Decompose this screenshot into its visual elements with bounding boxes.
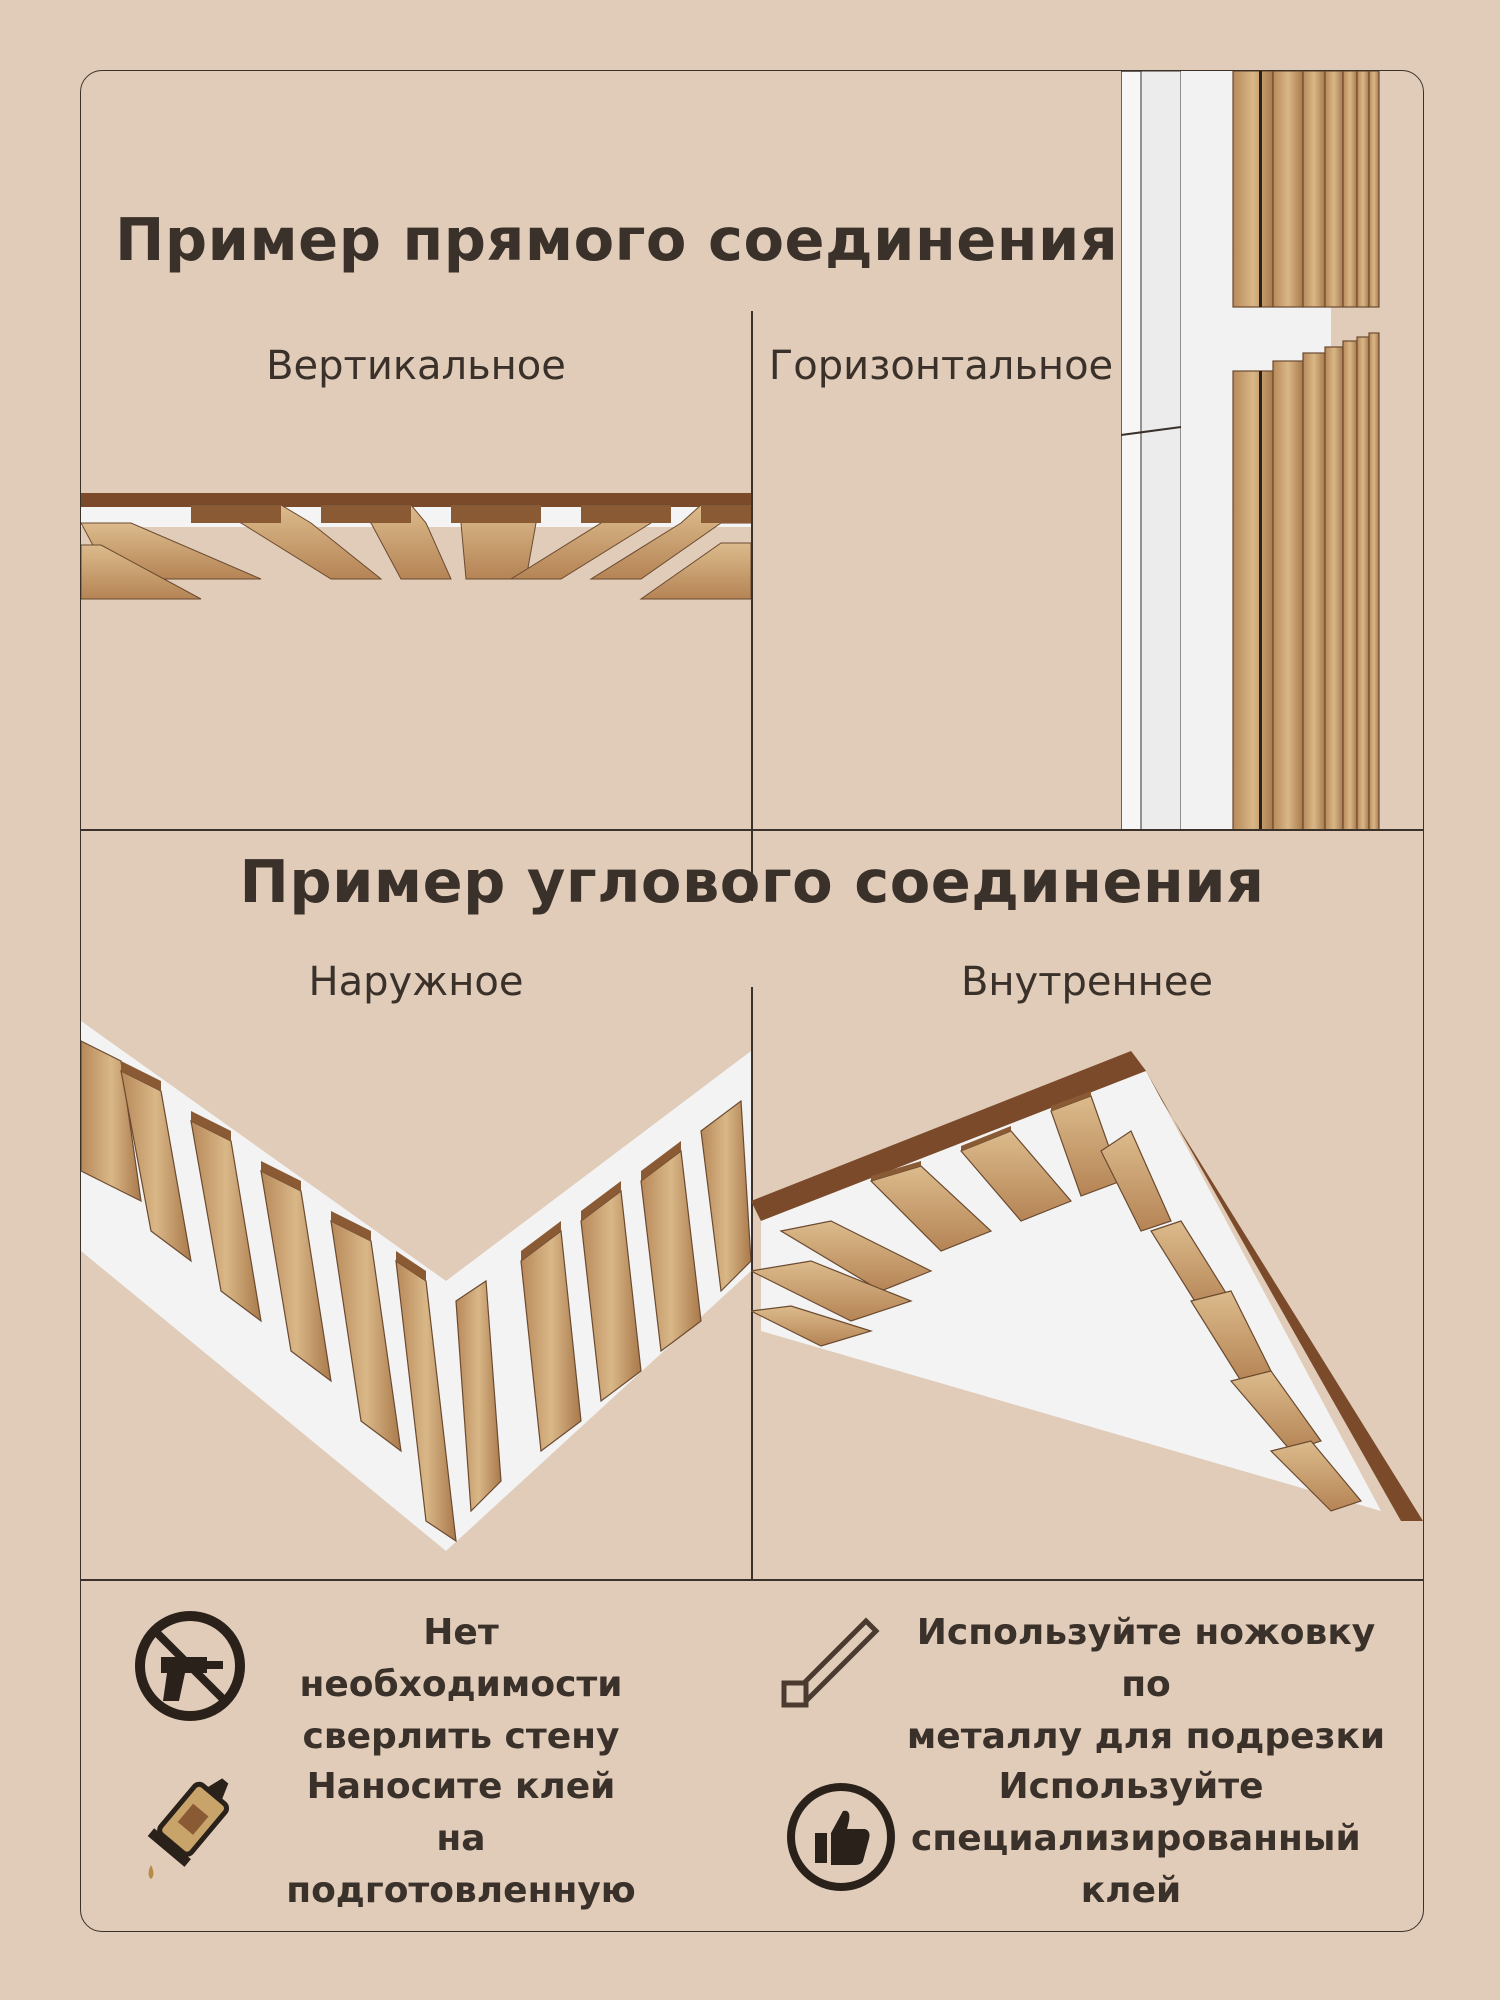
feature-line: сверлить стену bbox=[302, 1716, 620, 1757]
feature-line: металлу для подрезки bbox=[906, 1716, 1386, 1757]
no-drill-icon bbox=[135, 1611, 245, 1721]
section-divider-top bbox=[81, 829, 1423, 831]
thumbs-up-icon bbox=[787, 1783, 895, 1891]
feature-line: поверхность bbox=[281, 1917, 641, 1931]
info-card: Пример прямого соединения Вертикальное Г… bbox=[80, 70, 1424, 1932]
feature-line: клей bbox=[1080, 1870, 1182, 1911]
inner-corner-illustration bbox=[751, 1051, 1423, 1521]
feature-line: подготовленную bbox=[286, 1870, 636, 1911]
horizontal-joint-illustration bbox=[1121, 71, 1380, 831]
feature-special-glue: Используйте специализированный клей bbox=[911, 1761, 1361, 1917]
horizontal-label: Горизонтальное bbox=[768, 343, 1114, 389]
feature-no-drill: Нет необходимости сверлить стену bbox=[281, 1607, 641, 1763]
feature-glue: Наносите клей на подготовленную поверхно… bbox=[281, 1761, 641, 1931]
glue-bottle-icon bbox=[147, 1778, 230, 1879]
vertical-joint-illustration bbox=[81, 493, 751, 600]
feature-line: Используйте ножовку по bbox=[916, 1612, 1376, 1705]
feature-line: Используйте bbox=[998, 1766, 1264, 1807]
hacksaw-icon bbox=[781, 1617, 880, 1708]
corner-divider bbox=[751, 987, 753, 1581]
section-divider-bottom bbox=[81, 1579, 1423, 1581]
inner-label: Внутреннее bbox=[960, 959, 1214, 1005]
straight-divider bbox=[751, 311, 753, 901]
feature-line: Нет необходимости bbox=[299, 1612, 623, 1705]
feature-line: Наносите клей на bbox=[306, 1766, 616, 1859]
feature-line: специализированный bbox=[911, 1818, 1361, 1859]
vertical-label: Вертикальное bbox=[266, 343, 566, 389]
feature-hacksaw: Используйте ножовку по металлу для подре… bbox=[891, 1607, 1401, 1763]
corner-joint-title: Пример углового соединения bbox=[239, 847, 1265, 916]
outer-label: Наружное bbox=[308, 959, 524, 1005]
straight-joint-title: Пример прямого соединения bbox=[115, 205, 1119, 274]
outer-corner-illustration bbox=[81, 1021, 751, 1551]
